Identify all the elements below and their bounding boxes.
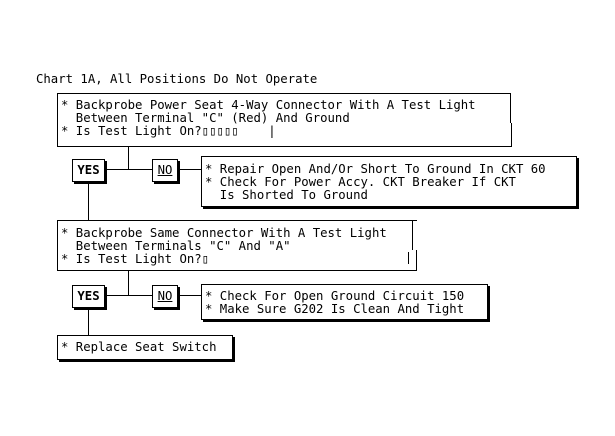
step1-box-right-edge bbox=[510, 93, 511, 123]
final-line: * Replace Seat Switch bbox=[61, 340, 217, 354]
no-action-1-line-1: * Repair Open And/Or Short To Ground In … bbox=[205, 162, 546, 176]
step2-box-right-edge bbox=[412, 220, 413, 250]
yes-label-1: YES bbox=[77, 163, 100, 177]
step2-cursor-mark bbox=[408, 252, 409, 264]
step2-line-3: * Is Test Light On?▯ bbox=[61, 252, 210, 266]
no-action-box-1 bbox=[201, 156, 577, 207]
no-label-2: NO bbox=[157, 289, 173, 303]
connector-no1-action bbox=[178, 169, 201, 170]
connector-step2-branch2 bbox=[128, 271, 129, 295]
no-box-2: NO bbox=[152, 285, 178, 308]
connector-yes2-final bbox=[88, 308, 89, 335]
step1-line-1: * Backprobe Power Seat 4-Way Connector W… bbox=[61, 98, 476, 112]
connector-no2-action bbox=[178, 295, 201, 296]
chart-title: Chart 1A, All Positions Do Not Operate bbox=[36, 72, 318, 86]
no-box-1: NO bbox=[152, 159, 178, 182]
no-action-2-line-1: * Check For Open Ground Circuit 150 bbox=[205, 289, 465, 303]
step1-box-right-lower bbox=[511, 123, 512, 147]
connector-branch2-horizontal bbox=[105, 295, 152, 296]
step1-line-2: Between Terminal "C" (Red) And Ground bbox=[61, 111, 350, 125]
step1-line-3: * Is Test Light On?▯▯▯▯▯ | bbox=[61, 124, 276, 138]
no-action-box-2 bbox=[201, 284, 488, 320]
yes-box-2: YES bbox=[72, 285, 105, 308]
no-action-2-line-2: * Make Sure G202 Is Clean And Tight bbox=[205, 302, 465, 316]
step1-box-bottom-edge bbox=[57, 146, 511, 147]
step2-line-1: * Backprobe Same Connector With A Test L… bbox=[61, 226, 387, 240]
connector-step1-branch1 bbox=[128, 147, 129, 169]
no-label-1: NO bbox=[157, 163, 173, 177]
no-action-1-line-3: Is Shorted To Ground bbox=[205, 188, 368, 202]
step2-line-2: Between Terminals "C" And "A" bbox=[61, 239, 291, 253]
yes-label-2: YES bbox=[77, 289, 100, 303]
no-action-1-line-2: * Check For Power Accy. CKT Breaker If C… bbox=[205, 175, 516, 189]
final-box bbox=[57, 335, 233, 360]
step2-box bbox=[57, 220, 417, 271]
connector-branch1-horizontal bbox=[105, 169, 152, 170]
step1-box bbox=[57, 93, 511, 147]
step2-box-right-lower bbox=[416, 250, 417, 271]
yes-box-1: YES bbox=[72, 159, 105, 182]
connector-yes1-step2 bbox=[88, 182, 89, 220]
